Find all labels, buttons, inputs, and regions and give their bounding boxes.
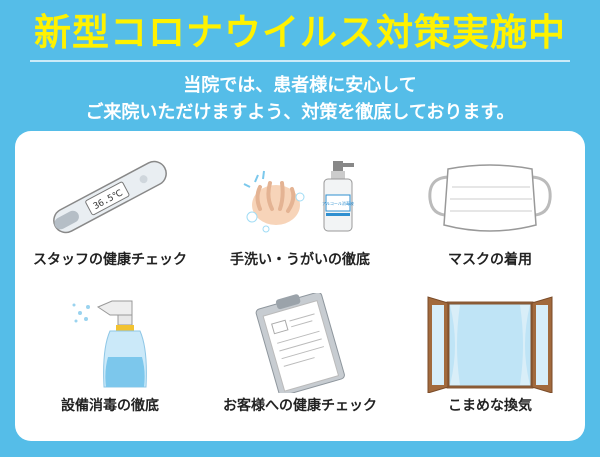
measure-mask: マスクの着用 — [395, 143, 585, 293]
intro-line-2: ご来院いただけますよう、対策を徹底しております。 — [85, 102, 515, 123]
mask-icon — [428, 164, 552, 232]
measure-label: マスクの着用 — [448, 252, 532, 268]
measure-disinfection: 設備消毒の徹底 — [15, 289, 205, 439]
measure-label: お客様への健康チェック — [223, 398, 377, 414]
intro-text: 当院では、患者様に安心して ご来院いただけますよう、対策を徹底しております。 — [0, 72, 600, 126]
measures-card: 36.5℃ スタッフの健康チェック アルコール消毒液 — [15, 131, 585, 441]
measure-label: 手洗い・うがいの徹底 — [230, 252, 370, 268]
measure-staff-health-check: 36.5℃ スタッフの健康チェック — [15, 143, 205, 293]
sanitizer-label: アルコール消毒液 — [322, 200, 354, 206]
spray-bottle-icon — [72, 300, 147, 388]
measure-ventilation: こまめな換気 — [395, 289, 585, 439]
clipboard-icon — [255, 293, 345, 393]
measure-label: スタッフの健康チェック — [33, 252, 187, 268]
thermometer-icon: 36.5℃ — [53, 160, 167, 234]
title-divider — [30, 60, 570, 62]
measure-visitor-health-check: お客様への健康チェック — [205, 289, 395, 439]
measure-label: 設備消毒の徹底 — [61, 398, 159, 414]
intro-line-1: 当院では、患者様に安心して — [183, 75, 417, 96]
measure-label: こまめな換気 — [448, 398, 532, 414]
window-icon — [427, 296, 553, 393]
page-title: 新型コロナウイルス対策実施中 — [34, 11, 566, 54]
handwashing-icon: アルコール消毒液 — [243, 161, 354, 233]
measure-handwashing: アルコール消毒液 手洗い・うがいの徹底 — [205, 143, 395, 293]
